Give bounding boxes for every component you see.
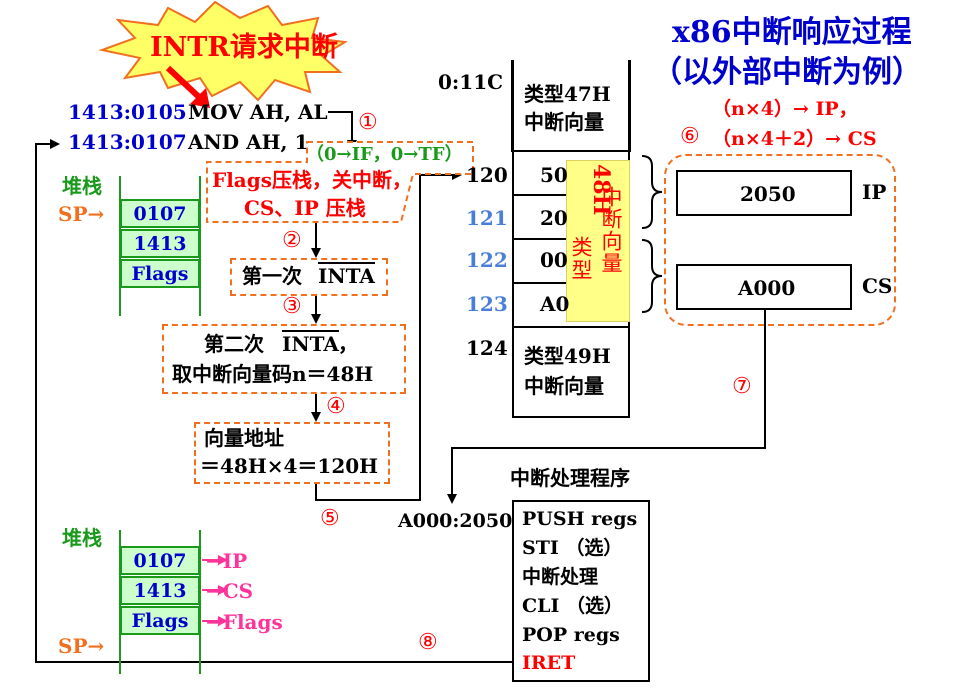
step-6-line1: （n×4）→ IP， [712, 98, 858, 120]
step-2-signal: INTA [318, 264, 375, 288]
step-3-prefix: 第二次 [204, 332, 264, 356]
step-4-box [194, 422, 390, 484]
type48-highlight [566, 160, 630, 322]
handler-line-push: PUSH regs [522, 508, 638, 530]
step-1-line1: Flags压栈，关中断， [212, 168, 412, 192]
code-addr-1: 1413:0105 [68, 100, 187, 124]
handler-line-cli: CLI （选） [522, 595, 623, 617]
code-instr-1: MOV AH, AL [188, 100, 328, 124]
stack-bottom-label: 堆栈 [62, 526, 102, 550]
mem-value-123: A0 [540, 292, 570, 316]
step-3-signal: INTA [282, 332, 339, 356]
step-4-line1: 向量地址 [204, 426, 284, 450]
mem-type47-line1: 类型47H [524, 82, 611, 106]
mem-type47-cell [512, 60, 630, 152]
step-3-line2: 取中断向量码n＝48H [172, 362, 374, 386]
step-3-box [162, 324, 406, 394]
ip-value: 2050 [740, 182, 796, 206]
mem-addr-122: 122 [466, 248, 508, 272]
stack-top-cell-1413: 1413 [120, 229, 200, 258]
mem-addr-123: 123 [466, 292, 508, 316]
step-1-line2: CS、IP 压栈 [244, 196, 366, 220]
step-4-number: ④ [326, 394, 346, 419]
intr-arrow-head [190, 88, 210, 108]
code-addr-2: 1413:0107 [68, 130, 187, 154]
handler-line-process: 中断处理 [522, 566, 599, 588]
intr-burst-label: INTR请求中断 [150, 32, 338, 63]
step-6-line2: （n×4＋2）→ CS [712, 128, 877, 150]
type48-highlight-col1: 类型 [569, 236, 593, 282]
wire-after-mov [328, 111, 357, 150]
stack-bottom-target-ip: →IP [206, 549, 248, 573]
step-2-box [230, 258, 388, 296]
step-7-number: ⑦ [732, 374, 752, 399]
mem-addr-120: 120 [466, 163, 508, 187]
stack-bottom-target-flags: →Flags [206, 610, 283, 634]
stack-top-sp: SP→ [58, 202, 105, 226]
wire-step7 [447, 310, 766, 504]
stack-bottom-cell-1413: 1413 [120, 576, 200, 605]
step-2-number: ② [282, 228, 302, 253]
wire-step5 [315, 170, 462, 501]
stack-bottom-cell-flags: Flags [120, 606, 200, 635]
stack-top-label: 堆栈 [62, 174, 102, 198]
ip-box [676, 170, 852, 216]
wire-step8 [35, 139, 512, 663]
code-instr-2: AND AH, 1 [188, 130, 309, 154]
mem-addr-121: 121 [466, 206, 508, 230]
stack-top-cell-flags: Flags [120, 259, 200, 288]
title-line2: （以外部中断为例） [652, 55, 922, 90]
intr-burst-shape [98, 0, 348, 102]
ip-label: IP [862, 180, 887, 204]
step-1-number: ① [358, 110, 378, 135]
type48-highlight-bold: 48H [588, 164, 614, 216]
step-4-line2: ＝48H×4＝120H [200, 454, 379, 478]
step-2-prefix: 第一次 [242, 264, 302, 288]
mem-value-121: 20 [540, 206, 568, 230]
step-1-flag-change: （0→IF，0→TF） [306, 144, 463, 165]
handler-line-iret: IRET [522, 652, 576, 674]
step-5-number: ⑤ [320, 506, 340, 531]
handler-address: A000:2050 [398, 510, 513, 532]
step-6-number: ⑥ [680, 124, 700, 149]
intr-arrow [165, 65, 203, 101]
step-1-box [206, 141, 474, 223]
mem-addr-124: 124 [466, 336, 508, 360]
brace-cs [641, 239, 663, 313]
cs-label: CS [862, 274, 893, 298]
mem-cell-type49 [512, 328, 630, 418]
handler-line-sti: STI （选） [522, 537, 623, 559]
stack-bottom-target-cs: →CS [206, 579, 254, 603]
title-line1: x86中断响应过程 [672, 15, 912, 50]
mem-type47-line2: 中断向量 [524, 110, 604, 134]
mem-type49-line2: 中断向量 [524, 374, 604, 398]
mem-type49-line1: 类型49H [524, 344, 611, 368]
handler-box [512, 500, 650, 682]
handler-line-pop: POP regs [522, 624, 620, 646]
step-8-number: ⑧ [418, 630, 438, 655]
brace-ip [641, 155, 663, 229]
vector-group [664, 154, 896, 326]
step-3-suffix: ， [338, 332, 358, 356]
handler-title: 中断处理程序 [510, 466, 630, 490]
mem-top-address: 0:11C [438, 70, 504, 94]
stack-bottom-sp: SP→ [58, 634, 105, 658]
mem-value-122: 00 [540, 248, 568, 272]
mem-value-120: 50 [540, 163, 568, 187]
stack-top-cell-0107: 0107 [120, 199, 200, 228]
cs-value: A000 [738, 276, 796, 300]
stack-bottom-cell-0107: 0107 [120, 546, 200, 575]
type48-highlight-col2: 中断向量 [599, 186, 623, 274]
step-3-number: ③ [282, 294, 302, 319]
cs-box [676, 264, 852, 310]
